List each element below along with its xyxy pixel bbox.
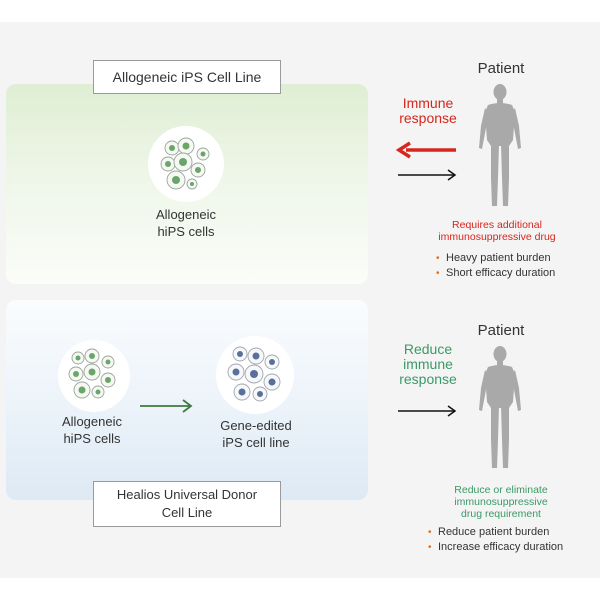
gene-editing-arrow	[140, 399, 193, 413]
bottom-note: Reduce or eliminate immunosuppressive dr…	[454, 484, 548, 520]
bottom-bullet-item: •Increase efficacy duration	[428, 541, 564, 553]
universal-donor-title: Healios Universal Donor Cell Line	[93, 481, 281, 527]
treatment-arrow	[398, 169, 457, 181]
reduce-immune-response-label: Reduce immune response	[399, 341, 457, 387]
allogeneic-title: Allogeneic iPS Cell Line	[93, 60, 281, 94]
patient-label-bottom: Patient	[477, 322, 525, 339]
bottom-bullet-item: •Reduce patient burden	[428, 526, 550, 538]
treatment-arrow	[398, 405, 457, 417]
immune-response-arrow	[395, 141, 456, 159]
cell-cluster-icon	[227, 346, 281, 402]
cell-cluster-icon	[160, 137, 210, 190]
bottom-bullets: •Reduce patient burden •Increase efficac…	[428, 525, 563, 555]
immune-response-label: Immune response	[399, 95, 457, 126]
edited-cells-caption: Gene-edited iPS cell line	[220, 418, 292, 450]
top-bullets: •Heavy patient burden •Short efficacy du…	[436, 251, 555, 281]
top-bullet-item: •Heavy patient burden	[436, 252, 551, 264]
human-body-icon	[479, 346, 521, 468]
source-cells-caption: Allogeneic hiPS cells	[62, 414, 122, 446]
allogeneic-cells-caption: Allogeneic hiPS cells	[156, 207, 216, 239]
cell-cluster-icon	[68, 348, 116, 399]
patient-label-top: Patient	[477, 60, 525, 77]
top-bullet-item: •Short efficacy duration	[436, 267, 556, 279]
human-body-icon	[479, 84, 521, 206]
top-note: Requires additional immunosuppressive dr…	[438, 219, 556, 243]
